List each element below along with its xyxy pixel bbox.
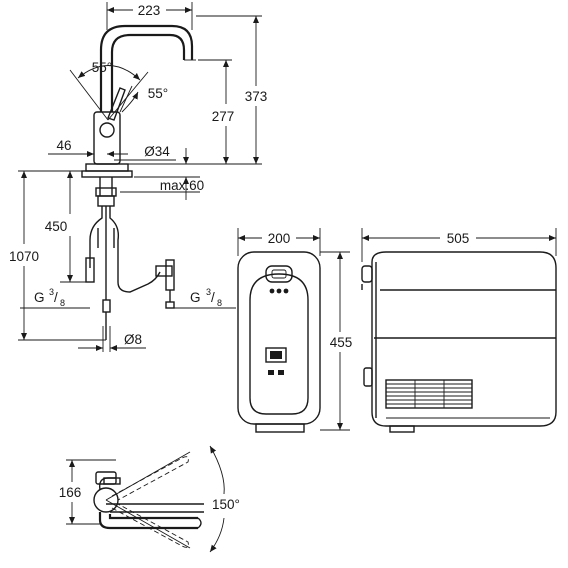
label-deck-thickness: max.60: [160, 178, 204, 193]
label-rotation-angle: 150°: [212, 497, 240, 512]
thread-right-den: 8: [217, 298, 222, 308]
label-swivel-right: 55°: [148, 86, 168, 101]
dimension-boiler-height: 455: [320, 251, 353, 431]
thread-left-base: G: [34, 290, 45, 305]
dimension-swivel-angles: 55° 55°: [69, 60, 168, 121]
svg-text:/: /: [211, 290, 215, 305]
label-top-view-offset: 166: [59, 485, 82, 500]
label-total-height: 373: [245, 89, 268, 104]
label-chiller-depth: 505: [447, 231, 470, 246]
thread-left-num: 3: [49, 287, 54, 297]
dimension-rotation-angle: 150°: [209, 445, 240, 553]
dimension-lengths: 450 1070: [9, 170, 106, 341]
thread-right-num: 3: [206, 287, 211, 297]
label-total-length: 1070: [9, 249, 39, 264]
dimension-top-view-offset: 166: [59, 459, 116, 525]
label-boiler-width: 200: [268, 231, 291, 246]
dimension-base-diameter: Ø34: [114, 144, 176, 161]
dimension-heights: 277 373: [128, 15, 268, 165]
label-base-diameter: Ø34: [144, 144, 170, 159]
faucet-side-view: [81, 24, 196, 340]
thread-right-base: G: [190, 290, 201, 305]
svg-text:/: /: [54, 290, 58, 305]
thread-label-right: G 3 / 8: [174, 287, 236, 309]
thread-left-den: 8: [60, 298, 65, 308]
label-hose-diameter: Ø8: [124, 332, 142, 347]
label-boiler-height: 455: [330, 335, 353, 350]
label-swivel-left: 55°: [92, 60, 112, 75]
label-lever-offset: 46: [56, 138, 71, 153]
chiller-vents: [385, 379, 473, 409]
dimension-hose-diameter: Ø8: [78, 326, 146, 352]
dimension-chiller-depth: 505: [361, 228, 557, 262]
dimension-lever-offset: 46: [48, 138, 128, 160]
dimension-deck-thickness: max.60: [120, 148, 204, 200]
label-spout-reach: 223: [138, 3, 161, 18]
dimension-boiler-width: 200: [237, 228, 321, 256]
faucet-top-view: [93, 451, 204, 549]
boiler-front-view: [237, 251, 321, 433]
thread-label-left: G 3 / 8: [20, 287, 90, 309]
label-shank-length: 450: [45, 219, 68, 234]
chiller-side-view: [361, 251, 557, 433]
dimension-spout-reach: 223: [106, 2, 193, 30]
label-spout-height: 277: [212, 109, 235, 124]
